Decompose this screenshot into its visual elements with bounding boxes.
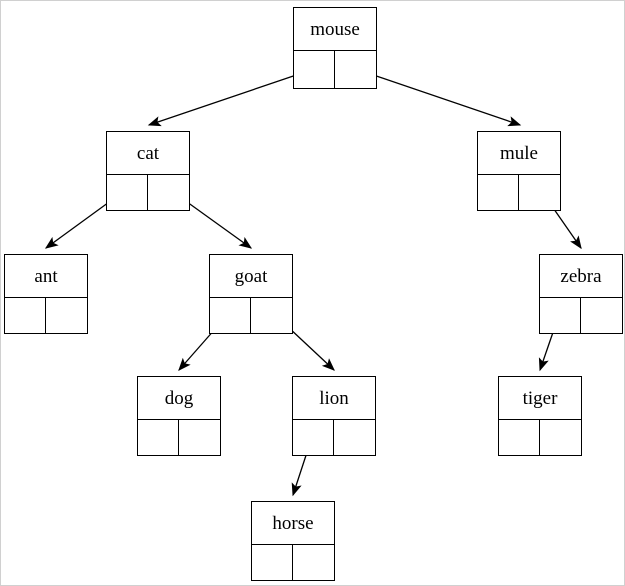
node-pointer-cells-tiger [499, 420, 581, 455]
node-pointer-cells-mouse [294, 51, 376, 88]
node-left-pointer-ant [5, 298, 46, 333]
node-right-pointer-goat [251, 298, 292, 333]
node-left-pointer-lion [293, 420, 334, 455]
node-left-pointer-mouse [294, 51, 335, 88]
node-left-pointer-horse [252, 545, 293, 580]
tree-node-tiger[interactable]: tiger [498, 376, 582, 456]
tree-node-ant[interactable]: ant [4, 254, 88, 334]
node-label-goat: goat [210, 255, 292, 298]
node-pointer-cells-dog [138, 420, 220, 455]
node-label-ant: ant [5, 255, 87, 298]
tree-node-dog[interactable]: dog [137, 376, 221, 456]
node-pointer-cells-goat [210, 298, 292, 333]
node-pointer-cells-cat [107, 175, 189, 210]
node-pointer-cells-horse [252, 545, 334, 580]
tree-node-goat[interactable]: goat [209, 254, 293, 334]
node-label-tiger: tiger [499, 377, 581, 420]
node-left-pointer-goat [210, 298, 251, 333]
node-label-lion: lion [293, 377, 375, 420]
node-left-pointer-zebra [540, 298, 581, 333]
tree-node-mouse[interactable]: mouse [293, 7, 377, 89]
node-label-dog: dog [138, 377, 220, 420]
node-right-pointer-mule [519, 175, 560, 210]
node-pointer-cells-mule [478, 175, 560, 210]
node-pointer-cells-lion [293, 420, 375, 455]
node-label-zebra: zebra [540, 255, 622, 298]
tree-node-lion[interactable]: lion [292, 376, 376, 456]
tree-node-cat[interactable]: cat [106, 131, 190, 211]
node-left-pointer-mule [478, 175, 519, 210]
tree-node-horse[interactable]: horse [251, 501, 335, 581]
node-label-cat: cat [107, 132, 189, 175]
node-right-pointer-dog [179, 420, 220, 455]
node-left-pointer-cat [107, 175, 148, 210]
node-right-pointer-ant [46, 298, 87, 333]
node-right-pointer-cat [148, 175, 189, 210]
node-left-pointer-dog [138, 420, 179, 455]
node-pointer-cells-zebra [540, 298, 622, 333]
edge-mouse-cat [147, 68, 315, 127]
node-right-pointer-zebra [581, 298, 622, 333]
node-label-mule: mule [478, 132, 560, 175]
node-right-pointer-tiger [540, 420, 581, 455]
tree-node-mule[interactable]: mule [477, 131, 561, 211]
node-label-horse: horse [252, 502, 334, 545]
node-right-pointer-mouse [335, 51, 376, 88]
node-pointer-cells-ant [5, 298, 87, 333]
node-right-pointer-lion [334, 420, 375, 455]
tree-node-zebra[interactable]: zebra [539, 254, 623, 334]
node-right-pointer-horse [293, 545, 334, 580]
node-left-pointer-tiger [499, 420, 540, 455]
edge-mouse-mule [355, 68, 522, 127]
node-label-mouse: mouse [294, 8, 376, 51]
